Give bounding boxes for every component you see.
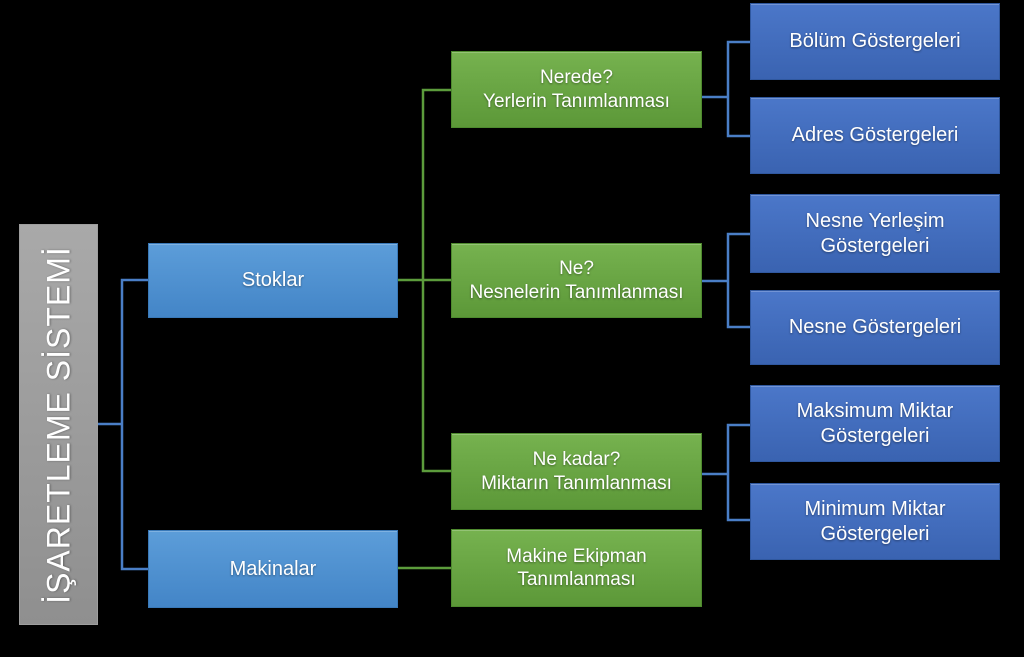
connector-ne-pair (702, 232, 750, 329)
node-nesne-yerlesim-gostergeleri-label: Nesne Yerleşim Göstergeleri (805, 210, 945, 257)
root-node-isaretleme-sistemi: İŞARETLEME SİSTEMİ (19, 224, 98, 625)
node-nesne-gostergeleri-label: Nesne Göstergeleri (788, 316, 962, 339)
node-makinalar-label: Makinalar (229, 557, 317, 580)
node-makine-ekipman-tanimlanmasi: Makine Ekipman Tanımlanması (451, 529, 702, 607)
node-minimum-miktar-gostergeleri-label: Minimum Miktar Göstergeleri (804, 498, 946, 545)
node-bolum-gostergeleri: Bölüm Göstergeleri (750, 3, 1000, 80)
connector-nekadar-pair (702, 423, 750, 522)
node-makine-ekipman-line2: Tanımlanması (517, 569, 636, 590)
node-makinalar: Makinalar (148, 530, 398, 608)
node-adres-gostergeleri: Adres Göstergeleri (750, 97, 1000, 174)
node-nesne-gostergeleri: Nesne Göstergeleri (750, 290, 1000, 365)
node-stoklar: Stoklar (148, 243, 398, 318)
node-nerede-line1: Nerede? (540, 67, 613, 89)
node-maksimum-miktar-gostergeleri: Maksimum Miktar Göstergeleri (750, 385, 1000, 462)
node-nerede-line2: Yerlerin Tanımlanması (483, 90, 670, 112)
node-ne-line2: Nesnelerin Tanımlanması (469, 281, 684, 303)
node-ne-line1: Ne? (559, 258, 594, 280)
connector-nerede-pair (702, 40, 750, 138)
node-adres-gostergeleri-label: Adres Göstergeleri (791, 124, 959, 147)
node-makine-ekipman-line1: Makine Ekipman (506, 545, 647, 567)
node-nekadar-miktarin-tanimlanmasi: Ne kadar? Miktarın Tanımlanması (451, 433, 702, 510)
node-nekadar-line2: Miktarın Tanımlanması (481, 472, 672, 494)
connector-root-to-level1 (98, 278, 148, 571)
node-ne-nesnelerin-tanimlanmasi: Ne? Nesnelerin Tanımlanması (451, 243, 702, 318)
node-bolum-gostergeleri-label: Bölüm Göstergeleri (789, 30, 961, 53)
node-maksimum-miktar-gostergeleri-label: Maksimum Miktar Göstergeleri (796, 400, 954, 447)
node-nesne-yerlesim-gostergeleri: Nesne Yerleşim Göstergeleri (750, 194, 1000, 273)
node-nerede-yerlerin-tanimlanmasi: Nerede? Yerlerin Tanımlanması (451, 51, 702, 128)
node-stoklar-label: Stoklar (241, 269, 305, 292)
root-label: İŞARETLEME SİSTEMİ (40, 245, 76, 604)
node-nekadar-line1: Ne kadar? (532, 449, 621, 471)
connector-stoklar-to-level2 (398, 88, 451, 473)
node-minimum-miktar-gostergeleri: Minimum Miktar Göstergeleri (750, 483, 1000, 560)
